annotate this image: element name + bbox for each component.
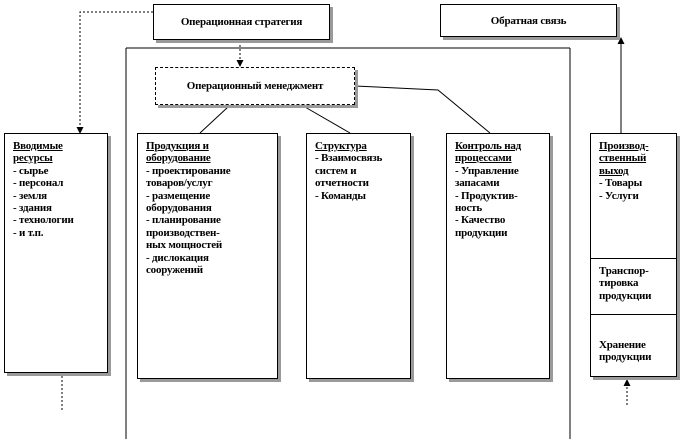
management-box: Операционный менеджмент [155,67,355,105]
inputs-items: - сырье- персонал- земля- здания- технол… [13,165,101,239]
list-item: - здания [13,202,52,215]
storage-label: Хранение продукции [599,339,652,364]
list-item: - дислокация [146,251,209,264]
output-section: Производ- ственный выход - Товары- Услуг… [591,140,676,202]
inputs-column: Вводимые ресурсы - сырье- персонал- земл… [4,133,108,373]
management-to-structure-line [304,106,351,134]
management-label: Операционный менеджмент [186,80,324,92]
feedback-label: Обратная связь [490,14,567,27]
output-title: Производ- ственный выход [599,140,649,177]
output-divider-2 [591,314,676,315]
list-item: оборудования [146,202,212,215]
control-title: Контроль над процессами [455,140,522,165]
list-item: производствен- [146,226,220,239]
list-item: продукции [455,226,508,239]
transport-section: Транспор- тировка продукции [591,265,676,302]
list-item: ных мощностей [146,239,223,252]
list-item: - Качество [455,214,506,227]
list-item: ность [455,202,482,215]
list-item: отчетности [315,177,369,190]
list-item: - персонал [13,177,64,190]
products-column: Продукция и оборудование - проектировани… [137,133,278,379]
list-item: - и т.п. [13,226,44,239]
strategy-label: Операционная стратегия [180,16,303,28]
products-title: Продукция и оборудование [146,140,211,165]
list-item: - Команды [315,189,366,202]
output-items: - Товары- Услуги [599,177,670,202]
list-item: - технологии [13,214,74,227]
list-item: - Услуги [599,189,639,202]
list-item: - планирование [146,214,221,227]
list-item: - земля [13,189,47,202]
list-item: - Товары [599,177,643,190]
list-item: - сырье [13,164,49,177]
management-to-products-line [199,106,229,134]
strategy-to-inputs-arrow [76,8,159,134]
list-item: запасами [455,177,500,190]
list-item: - проектирование [146,164,231,177]
list-item: систем и [315,164,357,177]
list-item: - размещение [146,189,210,202]
list-item: товаров/услуг [146,177,213,190]
output-column: Производ- ственный выход - Товары- Услуг… [590,133,677,377]
transport-label: Транспор- тировка продукции [599,265,652,302]
structure-title: Структура [315,140,367,152]
list-item: - Взаимосвязь [315,152,383,165]
list-item: - Управление [455,164,519,177]
management-to-control-line [354,85,491,134]
output-divider-1 [591,258,676,259]
list-item: сооружений [146,264,203,277]
list-item: - Продуктив- [455,189,518,202]
strategy-box: Операционная стратегия [153,4,330,40]
storage-section: Хранение продукции [591,339,676,364]
inputs-title: Вводимые ресурсы [13,140,63,165]
feedback-box: Обратная связь [440,4,617,37]
